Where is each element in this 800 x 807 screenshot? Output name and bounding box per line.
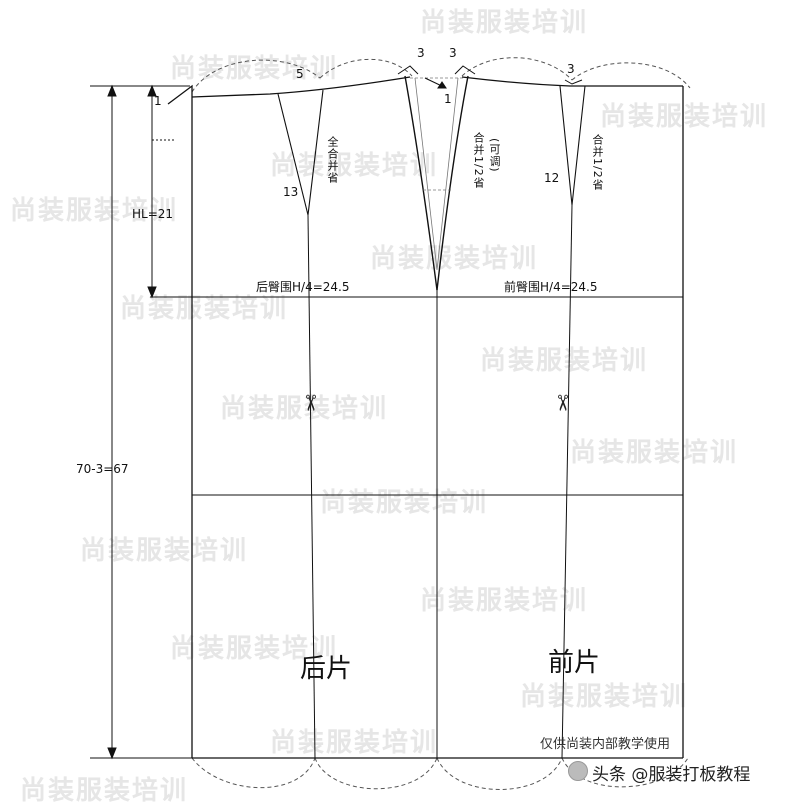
center-seam — [404, 75, 469, 291]
dimension-label: 3 — [567, 62, 575, 76]
back-piece-label: 后片 — [300, 654, 353, 684]
center-dart-adjustable-note: (可调) — [488, 138, 501, 173]
length-label: 70-3=67 — [76, 462, 129, 476]
scissors-icon: ✂ — [297, 393, 323, 413]
scissors-icon: ✂ — [549, 393, 575, 413]
watermark-text: 尚装服装培训 — [420, 8, 589, 38]
watermark-text: 尚装服装培训 — [320, 488, 489, 518]
watermark-text: 尚装服装培训 — [370, 244, 539, 274]
watermark-text: 尚装服装培训 — [170, 54, 339, 84]
watermark-text: 尚装服装培训 — [20, 776, 189, 806]
watermark-text: 尚装服装培训 — [570, 438, 739, 468]
watermark-text: 尚装服装培训 — [10, 196, 179, 226]
center-arrow — [424, 77, 447, 89]
center-dart-guides — [410, 77, 465, 271]
grain-lines — [307, 204, 573, 759]
dimension-label: 1 — [154, 94, 162, 108]
top-ticks — [397, 65, 583, 85]
watermark-text: 尚装服装培训 — [420, 586, 589, 616]
center-dart-note: 合并1/2省 — [472, 132, 485, 189]
dimension-label: 1 — [444, 92, 452, 106]
dimension-label: 5 — [296, 67, 304, 81]
front-piece-label: 前片 — [548, 648, 601, 678]
dimension-label: 3 — [417, 46, 425, 60]
dimension-label: 3 — [449, 46, 457, 60]
dart-length-label: 12 — [544, 171, 560, 185]
watermark-text: 尚装服装培训 — [480, 346, 649, 376]
guide-lines — [150, 296, 683, 496]
watermark-text: 尚装服装培训 — [220, 394, 389, 424]
top-dashed-arcs — [191, 57, 691, 93]
watermark-text: 尚装服装培训 — [170, 634, 339, 664]
front-dart — [559, 85, 586, 206]
watermark-text: 尚装服装培训 — [270, 151, 439, 181]
watermark-text: 尚装服装培训 — [520, 682, 689, 712]
account-avatar-icon — [568, 761, 588, 781]
watermark-text: 尚装服装培训 — [120, 294, 289, 324]
back-dart-note: 全合并省 — [326, 136, 339, 184]
back-dart — [277, 89, 324, 216]
front-hip-label: 前臀围H/4=24.5 — [504, 280, 598, 294]
hl-dimension — [147, 84, 176, 299]
account-name: 头条 @服装打板教程 — [592, 765, 751, 785]
length-dimension — [90, 84, 192, 760]
watermark-text: 尚装服装培训 — [270, 728, 439, 758]
front-dart-note: 合并1/2省 — [591, 134, 604, 191]
skirt-outline — [167, 76, 684, 759]
back-hip-label: 后臀围H/4=24.5 — [256, 280, 350, 294]
watermark-text: 尚装服装培训 — [80, 536, 249, 566]
dart-length-label: 13 — [283, 185, 299, 199]
usage-note: 仅供尚装内部教学使用 — [540, 737, 671, 752]
hl-label: HL=21 — [132, 207, 174, 221]
